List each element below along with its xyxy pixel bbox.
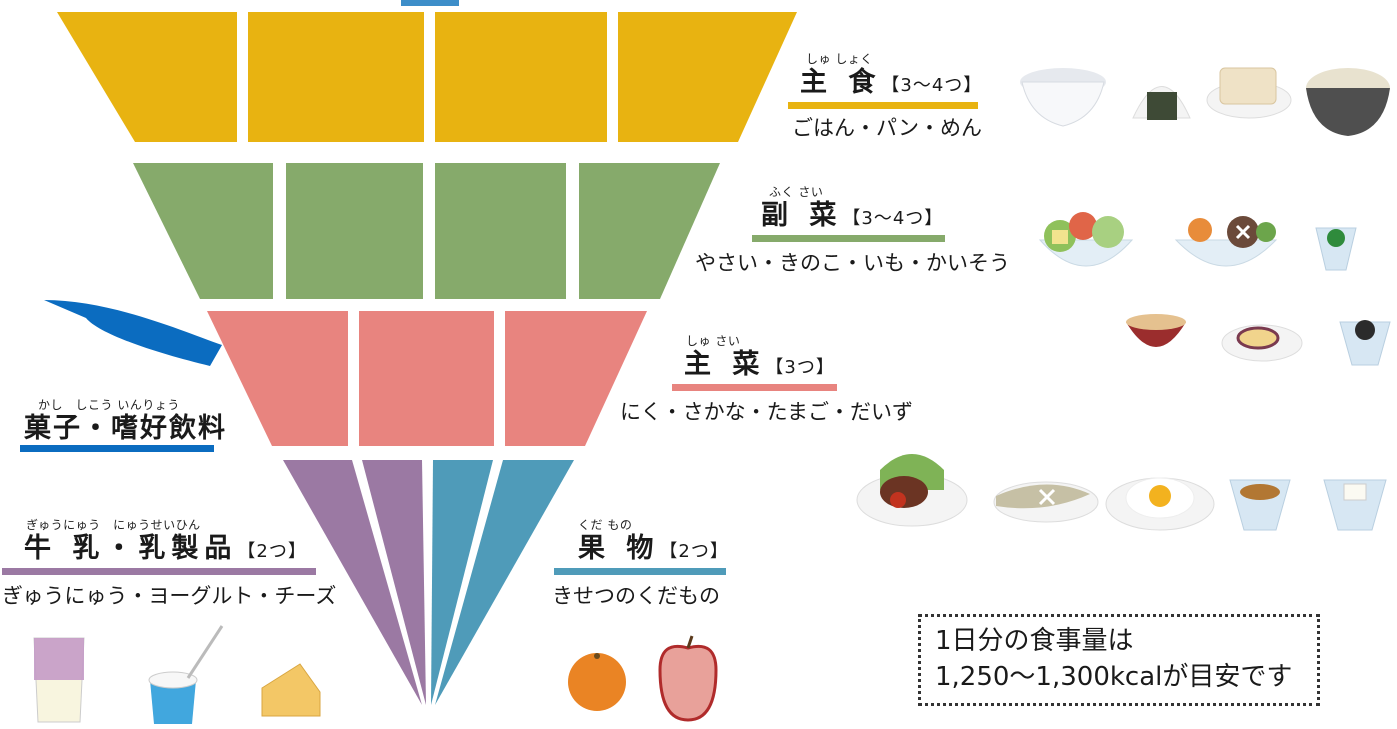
spindle-axis — [401, 0, 459, 6]
milk-title: 牛 乳・乳製品【2つ】 — [2, 533, 322, 568]
side-ruby: ふく さい — [769, 185, 824, 199]
main-portion: 【3つ】 — [765, 357, 835, 378]
milk-underline — [2, 568, 316, 575]
fruit-underline — [554, 568, 726, 575]
side-block-4 — [579, 163, 720, 299]
miso-soup-icon — [1126, 314, 1186, 347]
staple-name: 主 食 — [800, 67, 882, 98]
milk-ruby: ぎゅうにゅう にゅうせいひん — [26, 518, 201, 532]
side-desc: やさい・きのこ・いも・かいそう — [695, 251, 1010, 275]
side-block-2 — [286, 163, 423, 299]
main-desc: にく・さかな・たまご・だいず — [620, 400, 913, 424]
rice-bowl-icon — [1020, 68, 1106, 127]
main-underline — [672, 384, 837, 391]
grilled-fish-icon — [993, 481, 1099, 523]
main-block-1 — [207, 311, 348, 446]
milk-desc: ぎゅうにゅう・ヨーグルト・チーズ — [2, 584, 337, 608]
fruit-name: 果 物 — [578, 533, 660, 564]
side-label-group: ふく さい 副 菜【3〜4つ】 やさい・きのこ・いも・かいそう — [695, 183, 1015, 276]
bread-icon — [1206, 67, 1292, 119]
fruit-block-1 — [431, 460, 493, 705]
fruit-tier — [431, 460, 574, 705]
snack-label-group: かし しこう いんりょう 菓子・嗜好飲料 — [20, 396, 227, 452]
side-tier — [133, 163, 720, 299]
hamburger-steak-icon — [856, 454, 968, 527]
side-title: 副 菜【3〜4つ】 — [695, 200, 1015, 235]
milk-name: 牛 乳・乳製品 — [24, 533, 238, 564]
milk-block-1 — [283, 460, 422, 705]
staple-block-2 — [248, 12, 424, 142]
milk-glass-icon — [33, 637, 85, 723]
salad-bowl-icon — [1038, 212, 1134, 267]
milk-label-group: ぎゅうにゅう にゅうせいひん 牛 乳・乳製品【2つ】 ぎゅうにゅう・ヨーグルト・… — [2, 516, 337, 609]
snack-title: 菓子・嗜好飲料 — [24, 413, 227, 444]
small-bowl-seaweed-icon — [1339, 320, 1391, 366]
fruit-label-group: くだ もの 果 物【2つ】 きせつのくだもの — [552, 516, 732, 609]
noodle-bowl-icon — [1306, 68, 1390, 136]
cheese-icon — [261, 663, 321, 717]
apple-icon — [658, 635, 718, 722]
orange-icon — [568, 653, 626, 711]
main-name: 主 菜 — [684, 349, 766, 380]
side-block-3 — [435, 163, 566, 299]
fried-egg-icon — [1105, 477, 1215, 531]
fruit-desc: きせつのくだもの — [552, 584, 720, 608]
small-bowl-spinach-icon — [1315, 227, 1357, 271]
staple-tier — [57, 12, 797, 142]
staple-ruby: しゅ しょく — [806, 52, 873, 66]
note-line-2: 1,250〜1,300kcalが目安です — [935, 662, 1293, 692]
staple-block-3 — [435, 12, 607, 142]
tofu-icon — [1323, 479, 1387, 531]
staple-block-1 — [57, 12, 237, 142]
side-portion: 【3〜4つ】 — [842, 208, 944, 229]
daily-intake-note: 1日分の食事量は 1,250〜1,300kcalが目安です — [918, 614, 1320, 706]
staple-title: 主 食【3〜4つ】 — [788, 67, 981, 102]
staple-block-4 — [618, 12, 797, 142]
fruit-title: 果 物【2つ】 — [552, 533, 732, 568]
simmered-vegetables-icon — [1174, 216, 1278, 267]
milk-tier — [283, 460, 426, 705]
fruit-ruby: くだ もの — [578, 518, 633, 532]
staple-underline — [788, 102, 978, 109]
staple-portion: 【3〜4つ】 — [881, 75, 983, 96]
side-name: 副 菜 — [761, 200, 843, 231]
sweet-potato-icon — [1221, 324, 1303, 362]
yogurt-cup-icon — [148, 625, 224, 724]
main-block-2 — [359, 311, 494, 446]
snack-ruby: かし しこう いんりょう — [38, 398, 180, 412]
main-block-3 — [505, 311, 647, 446]
side-block-1 — [133, 163, 273, 299]
side-underline — [752, 235, 945, 242]
snack-underline — [20, 445, 214, 452]
note-line-1: 1日分の食事量は — [935, 626, 1134, 656]
main-ruby: しゅ さい — [686, 334, 741, 348]
fruit-portion: 【2つ】 — [659, 541, 729, 562]
main-title: 主 菜【3つ】 — [620, 349, 920, 384]
staple-desc: ごはん・パン・めん — [792, 116, 983, 140]
staple-label-group: しゅ しょく 主 食【3〜4つ】 ごはん・パン・めん — [788, 50, 983, 141]
main-label-group: しゅ さい 主 菜【3つ】 にく・さかな・たまご・だいず — [620, 332, 920, 425]
fruit-block-2 — [435, 460, 574, 705]
milk-block-2 — [362, 460, 426, 705]
natto-icon — [1229, 479, 1291, 531]
main-tier — [207, 311, 647, 446]
milk-portion: 【2つ】 — [237, 541, 307, 562]
snack-handle — [44, 300, 222, 366]
rice-ball-icon — [1132, 86, 1191, 120]
